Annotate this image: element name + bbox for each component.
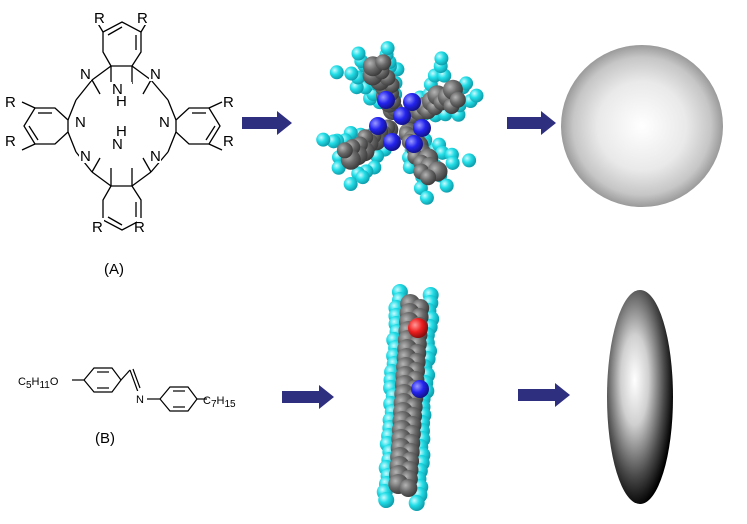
nitrogen-label: N xyxy=(80,148,91,165)
phthalocyanine-space-filling-model xyxy=(316,41,484,205)
substituent-r-label: R xyxy=(5,94,16,111)
substituent-r-label: R xyxy=(92,219,103,236)
hydrogen-label: H xyxy=(116,123,127,140)
hydrogen-atom xyxy=(380,41,395,56)
nitrogen-atom xyxy=(403,93,421,111)
hydrogen-atom xyxy=(329,65,344,80)
right-arrow-icon xyxy=(282,385,334,409)
substituent-r-label: R xyxy=(137,10,148,27)
carbon-atom xyxy=(420,169,437,186)
nitrogen-atom xyxy=(413,119,431,137)
hydrogen-atom xyxy=(462,153,477,168)
oxygen-atom xyxy=(408,318,428,338)
nitrogen-atom xyxy=(393,107,411,125)
imine-nitrogen-label: N xyxy=(136,394,144,406)
substituent-r-label: R xyxy=(5,133,16,150)
nitrogen-atom xyxy=(383,133,401,151)
substituent-r-label: R xyxy=(134,219,145,236)
nitrogen-atom xyxy=(377,91,395,109)
nitrogen-label: N xyxy=(75,114,86,131)
mesogen-structure xyxy=(72,367,207,412)
phthalocyanine-structure xyxy=(21,21,223,233)
nitrogen-atom xyxy=(411,380,429,398)
hydrogen-atom xyxy=(469,88,484,103)
ellipsoid-icon xyxy=(607,290,673,504)
carbon-atom xyxy=(449,91,466,108)
hydrogen-atom xyxy=(326,134,341,149)
hydrogen-atom xyxy=(459,76,474,91)
nitrogen-label: N xyxy=(159,114,170,131)
nitrogen-label: N xyxy=(150,66,161,83)
nitrogen-label: N xyxy=(80,66,91,83)
panel-a-caption: (A) xyxy=(104,261,124,278)
hydrogen-atom xyxy=(344,66,359,81)
hydrogen-atom xyxy=(445,155,460,170)
nitrogen-label: N xyxy=(150,148,161,165)
hydrogen-atom xyxy=(378,492,395,508)
nitrogen-atom xyxy=(369,117,387,135)
right-alkyl-group: C7H15 xyxy=(203,395,236,410)
nitrogen-atom xyxy=(405,135,423,153)
carbon-atom xyxy=(399,479,418,497)
hydrogen-atom xyxy=(408,495,425,511)
hydrogen-atom xyxy=(419,190,434,205)
carbon-atom xyxy=(336,142,353,159)
hydrogen-atom xyxy=(343,177,358,192)
panel-b-caption: (B) xyxy=(95,430,115,447)
hydrogen-atom xyxy=(434,51,449,66)
substituent-r-label: R xyxy=(223,94,234,111)
hydrogen-atom xyxy=(355,170,370,185)
carbon-atom xyxy=(375,54,392,71)
mesogen-space-filling-model xyxy=(376,284,440,511)
right-arrow-icon xyxy=(242,111,292,135)
nitrogen-label: N xyxy=(112,81,123,98)
hydrogen-atom xyxy=(316,132,331,147)
sphere-icon xyxy=(561,45,723,207)
right-arrow-icon xyxy=(518,383,570,407)
substituent-r-label: R xyxy=(223,133,234,150)
hydrogen-atom xyxy=(439,178,454,193)
hydrogen-atom xyxy=(351,46,366,61)
right-arrow-icon xyxy=(507,111,556,135)
left-alkyl-group: C5H11O xyxy=(18,376,59,391)
hydrogen-label: H xyxy=(116,93,127,110)
nitrogen-label: N xyxy=(112,136,123,153)
substituent-r-label: R xyxy=(94,10,105,27)
